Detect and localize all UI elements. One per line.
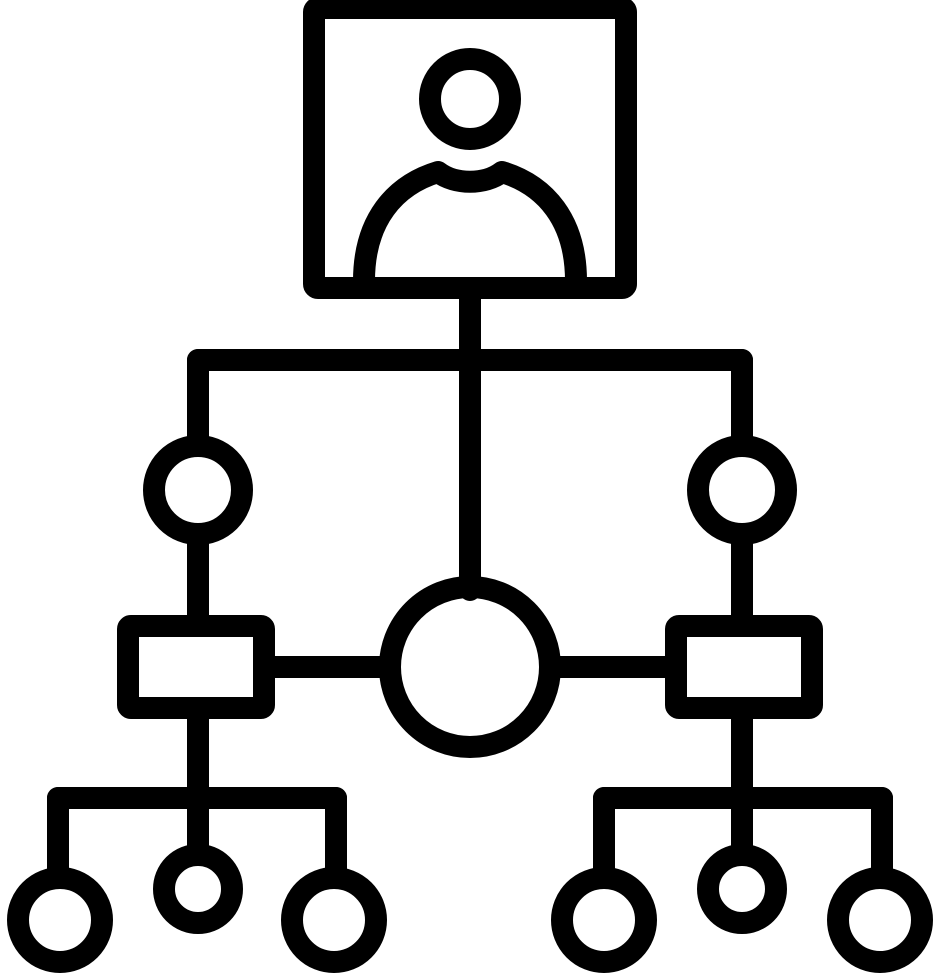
node-right-leaf-3 — [827, 867, 933, 973]
node-right-box — [665, 615, 823, 719]
node-left-circle — [143, 435, 253, 545]
node-left-leaf-2 — [153, 844, 243, 934]
user-head-icon — [419, 48, 521, 150]
node-right-leaf-2 — [697, 844, 787, 934]
user-shoulders-icon — [353, 161, 587, 292]
node-right-circle — [687, 435, 797, 545]
node-left-leaf-3 — [281, 867, 387, 973]
node-right-leaf-1 — [551, 867, 657, 973]
node-left-box — [117, 615, 275, 719]
node-center-circle — [379, 576, 561, 758]
node-left-leaf-1 — [7, 867, 113, 973]
